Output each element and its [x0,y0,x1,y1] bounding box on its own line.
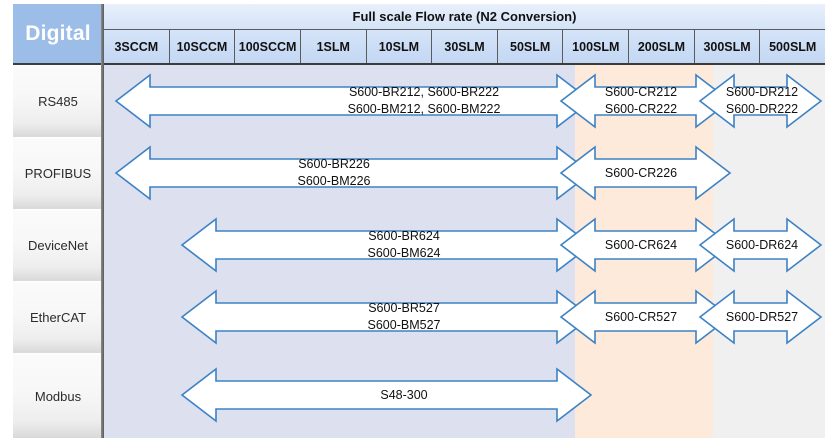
column-header-500slm: 500SLM [759,29,826,63]
row-label-rs485: RS485 [13,65,103,137]
corner-header-digital: Digital [13,4,103,65]
row-label-ethercat: EtherCAT [13,281,103,353]
column-header-30slm: 30SLM [431,29,497,63]
arrow-devicenet-low [180,217,593,273]
column-header-10sccm: 10SCCM [168,29,235,63]
arrow-profibus-mid [559,145,732,201]
column-header-200slm: 200SLM [628,29,694,63]
table-header: Full scale Flow rate (N2 Conversion) 3SC… [104,4,826,65]
row-label-column: Digital RS485 PROFIBUS DeviceNet EtherCA… [13,4,104,438]
row-label-devicenet: DeviceNet [13,209,103,281]
column-header-100slm: 100SLM [562,29,629,63]
arrow-layer: S600-BR212, S600-BR222 S600-BM212, S600-… [104,65,825,438]
column-header-1slm: 1SLM [299,29,366,63]
arrow-rs485-low [114,73,593,129]
compatibility-table: Digital RS485 PROFIBUS DeviceNet EtherCA… [13,4,826,438]
column-header-100sccm: 100SCCM [234,29,300,63]
column-header-3sccm: 3SCCM [104,29,169,63]
arrow-rs485-high [698,73,823,129]
arrow-devicenet-high [698,217,823,273]
arrow-modbus-low [180,367,593,423]
column-header-10slm: 10SLM [365,29,432,63]
row-label-profibus: PROFIBUS [13,137,103,209]
column-header-row: 3SCCM 10SCCM 100SCCM 1SLM 10SLM 30SLM 50… [104,29,826,63]
arrow-ethercat-low [180,289,593,345]
arrow-ethercat-high [698,289,823,345]
header-title: Full scale Flow rate (N2 Conversion) [352,9,577,24]
table-body: S600-BR212, S600-BR222 S600-BM212, S600-… [104,65,825,438]
row-label-modbus: Modbus [13,353,103,438]
column-header-300slm: 300SLM [693,29,760,63]
column-header-50slm: 50SLM [496,29,563,63]
arrow-profibus-low [114,145,593,201]
arrow-bands-svg [114,73,823,423]
